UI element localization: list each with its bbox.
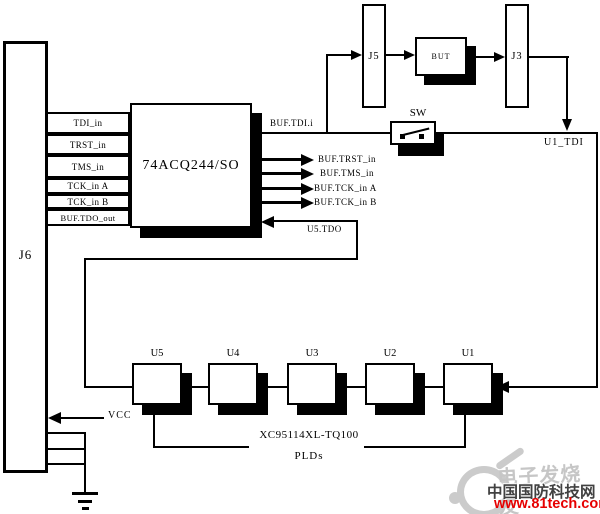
u1-tdi-label: U1_TDI: [544, 137, 584, 148]
signal-row-buf-tdo-out: BUF.TDO_out: [46, 209, 130, 226]
signal-label: TRST_in: [69, 139, 107, 150]
but-box: BUT: [415, 37, 467, 76]
wire-u2-u1: [413, 386, 445, 388]
wire-but-to-j3: [467, 56, 495, 58]
but-label: BUT: [431, 52, 451, 61]
wire-u5-tdo-left-vertical: [84, 258, 86, 388]
watermark-site-url: www.81tech.com: [494, 496, 600, 512]
sw-label: SW: [409, 107, 427, 119]
signal-row-tdi-in: TDI_in: [46, 112, 130, 134]
buffer-ic-label: 74ACQ244/SO: [142, 157, 240, 173]
j3-label: J3: [511, 50, 523, 62]
arrow-into-j5-icon: [351, 50, 362, 60]
wire-u5-u4: [180, 386, 210, 388]
arrow-buf-tck-b-icon: [301, 197, 314, 209]
signal-label: TCK_in A: [67, 181, 109, 191]
pld-box-u3: [287, 363, 337, 405]
wire-branch-to-j5: [326, 54, 328, 134]
buf-tck-a-label: BUF.TCK_in A: [314, 183, 377, 193]
arrow-buf-tck-b-shaft: [260, 201, 302, 204]
u4-label: U4: [226, 348, 240, 359]
pld-box-u2: [365, 363, 415, 405]
pld-box-u5: [132, 363, 182, 405]
u1-label: U1: [461, 348, 475, 359]
wire-u1-bottom-pin: [464, 415, 466, 448]
u3-label: U3: [305, 348, 319, 359]
j3-box: J3: [505, 4, 529, 108]
wire-u4-u3: [258, 386, 289, 388]
buf-tck-b-label: BUF.TCK_in B: [314, 197, 377, 207]
signal-label: TMS_in: [71, 161, 105, 172]
wire-u5-tdo-down: [356, 220, 358, 260]
wire-u5-tdo-across: [84, 258, 358, 260]
arrow-buf-tms-icon: [301, 168, 314, 180]
buf-tms-label: BUF.TMS_in: [320, 168, 375, 178]
j6-label: J6: [18, 247, 33, 262]
pld-part-label: XC95114XL-TQ100: [259, 429, 359, 441]
arrow-into-u1-icon: [496, 381, 509, 393]
wire-into-j5: [326, 54, 352, 56]
wire-j3-out: [529, 56, 569, 58]
u2-label: U2: [383, 348, 397, 359]
signal-label: TCK_in B: [67, 196, 109, 207]
arrow-buf-trst-icon: [301, 154, 314, 166]
arrow-buf-tms-shaft: [260, 172, 302, 175]
pld-family-label: PLDs: [294, 450, 324, 462]
watermark-site-name: 中国国防科技网: [487, 484, 596, 501]
arrow-into-but-icon: [404, 50, 415, 60]
arrow-buf-tck-a-icon: [301, 183, 314, 195]
j5-label: J5: [368, 50, 380, 62]
wire-to-ground: [84, 432, 86, 494]
wire-bus-right: [364, 446, 466, 448]
wire-u1-right: [508, 386, 597, 388]
wire-u5-tdo-shaft: [272, 220, 358, 222]
j5-box: J5: [362, 4, 386, 108]
switch-icon: [392, 123, 434, 143]
pld-box-u1: [443, 363, 493, 405]
pld-box-u4: [208, 363, 258, 405]
signal-row-tck-in-b: TCK_in B: [46, 194, 130, 209]
wire-bus-left: [153, 446, 249, 448]
gnd-pin-cell-lower: [46, 448, 86, 465]
arrow-buf-tck-a-shaft: [260, 187, 302, 190]
signal-row-tms-in: TMS_in: [46, 155, 130, 178]
wire-u5-bottom-pin: [153, 415, 155, 448]
arrow-j3-to-line-icon: [562, 119, 572, 131]
buf-trst-label: BUF.TRST_in: [318, 154, 377, 164]
vcc-arrow-icon: [48, 412, 61, 424]
wire-vcc: [59, 417, 104, 419]
signal-label: BUF.TDO_out: [60, 212, 116, 223]
wire-right-vertical: [596, 132, 598, 388]
wire-u3-u2: [336, 386, 367, 388]
signal-row-trst-in: TRST_in: [46, 134, 130, 155]
wire-j5-to-but: [386, 54, 405, 56]
vcc-label: VCC: [108, 410, 132, 421]
u5-tdo-label: U5.TDO: [307, 224, 342, 234]
u5-label: U5: [150, 348, 164, 359]
arrow-into-j3-icon: [494, 52, 505, 62]
wire-j3-down: [566, 56, 568, 120]
wire-u5-left: [84, 386, 132, 388]
arrow-u5-tdo-icon: [261, 216, 274, 228]
sw-box: [390, 121, 436, 145]
j6-connector-box: [3, 41, 48, 473]
buffer-ic-box: 74ACQ244/SO: [130, 103, 252, 228]
arrow-buf-trst-shaft: [260, 158, 302, 161]
signal-label: TDI_in: [73, 118, 103, 128]
signal-row-tck-in-a: TCK_in A: [46, 178, 130, 194]
buf-tdi-label: BUF.TDI.i: [270, 118, 314, 128]
